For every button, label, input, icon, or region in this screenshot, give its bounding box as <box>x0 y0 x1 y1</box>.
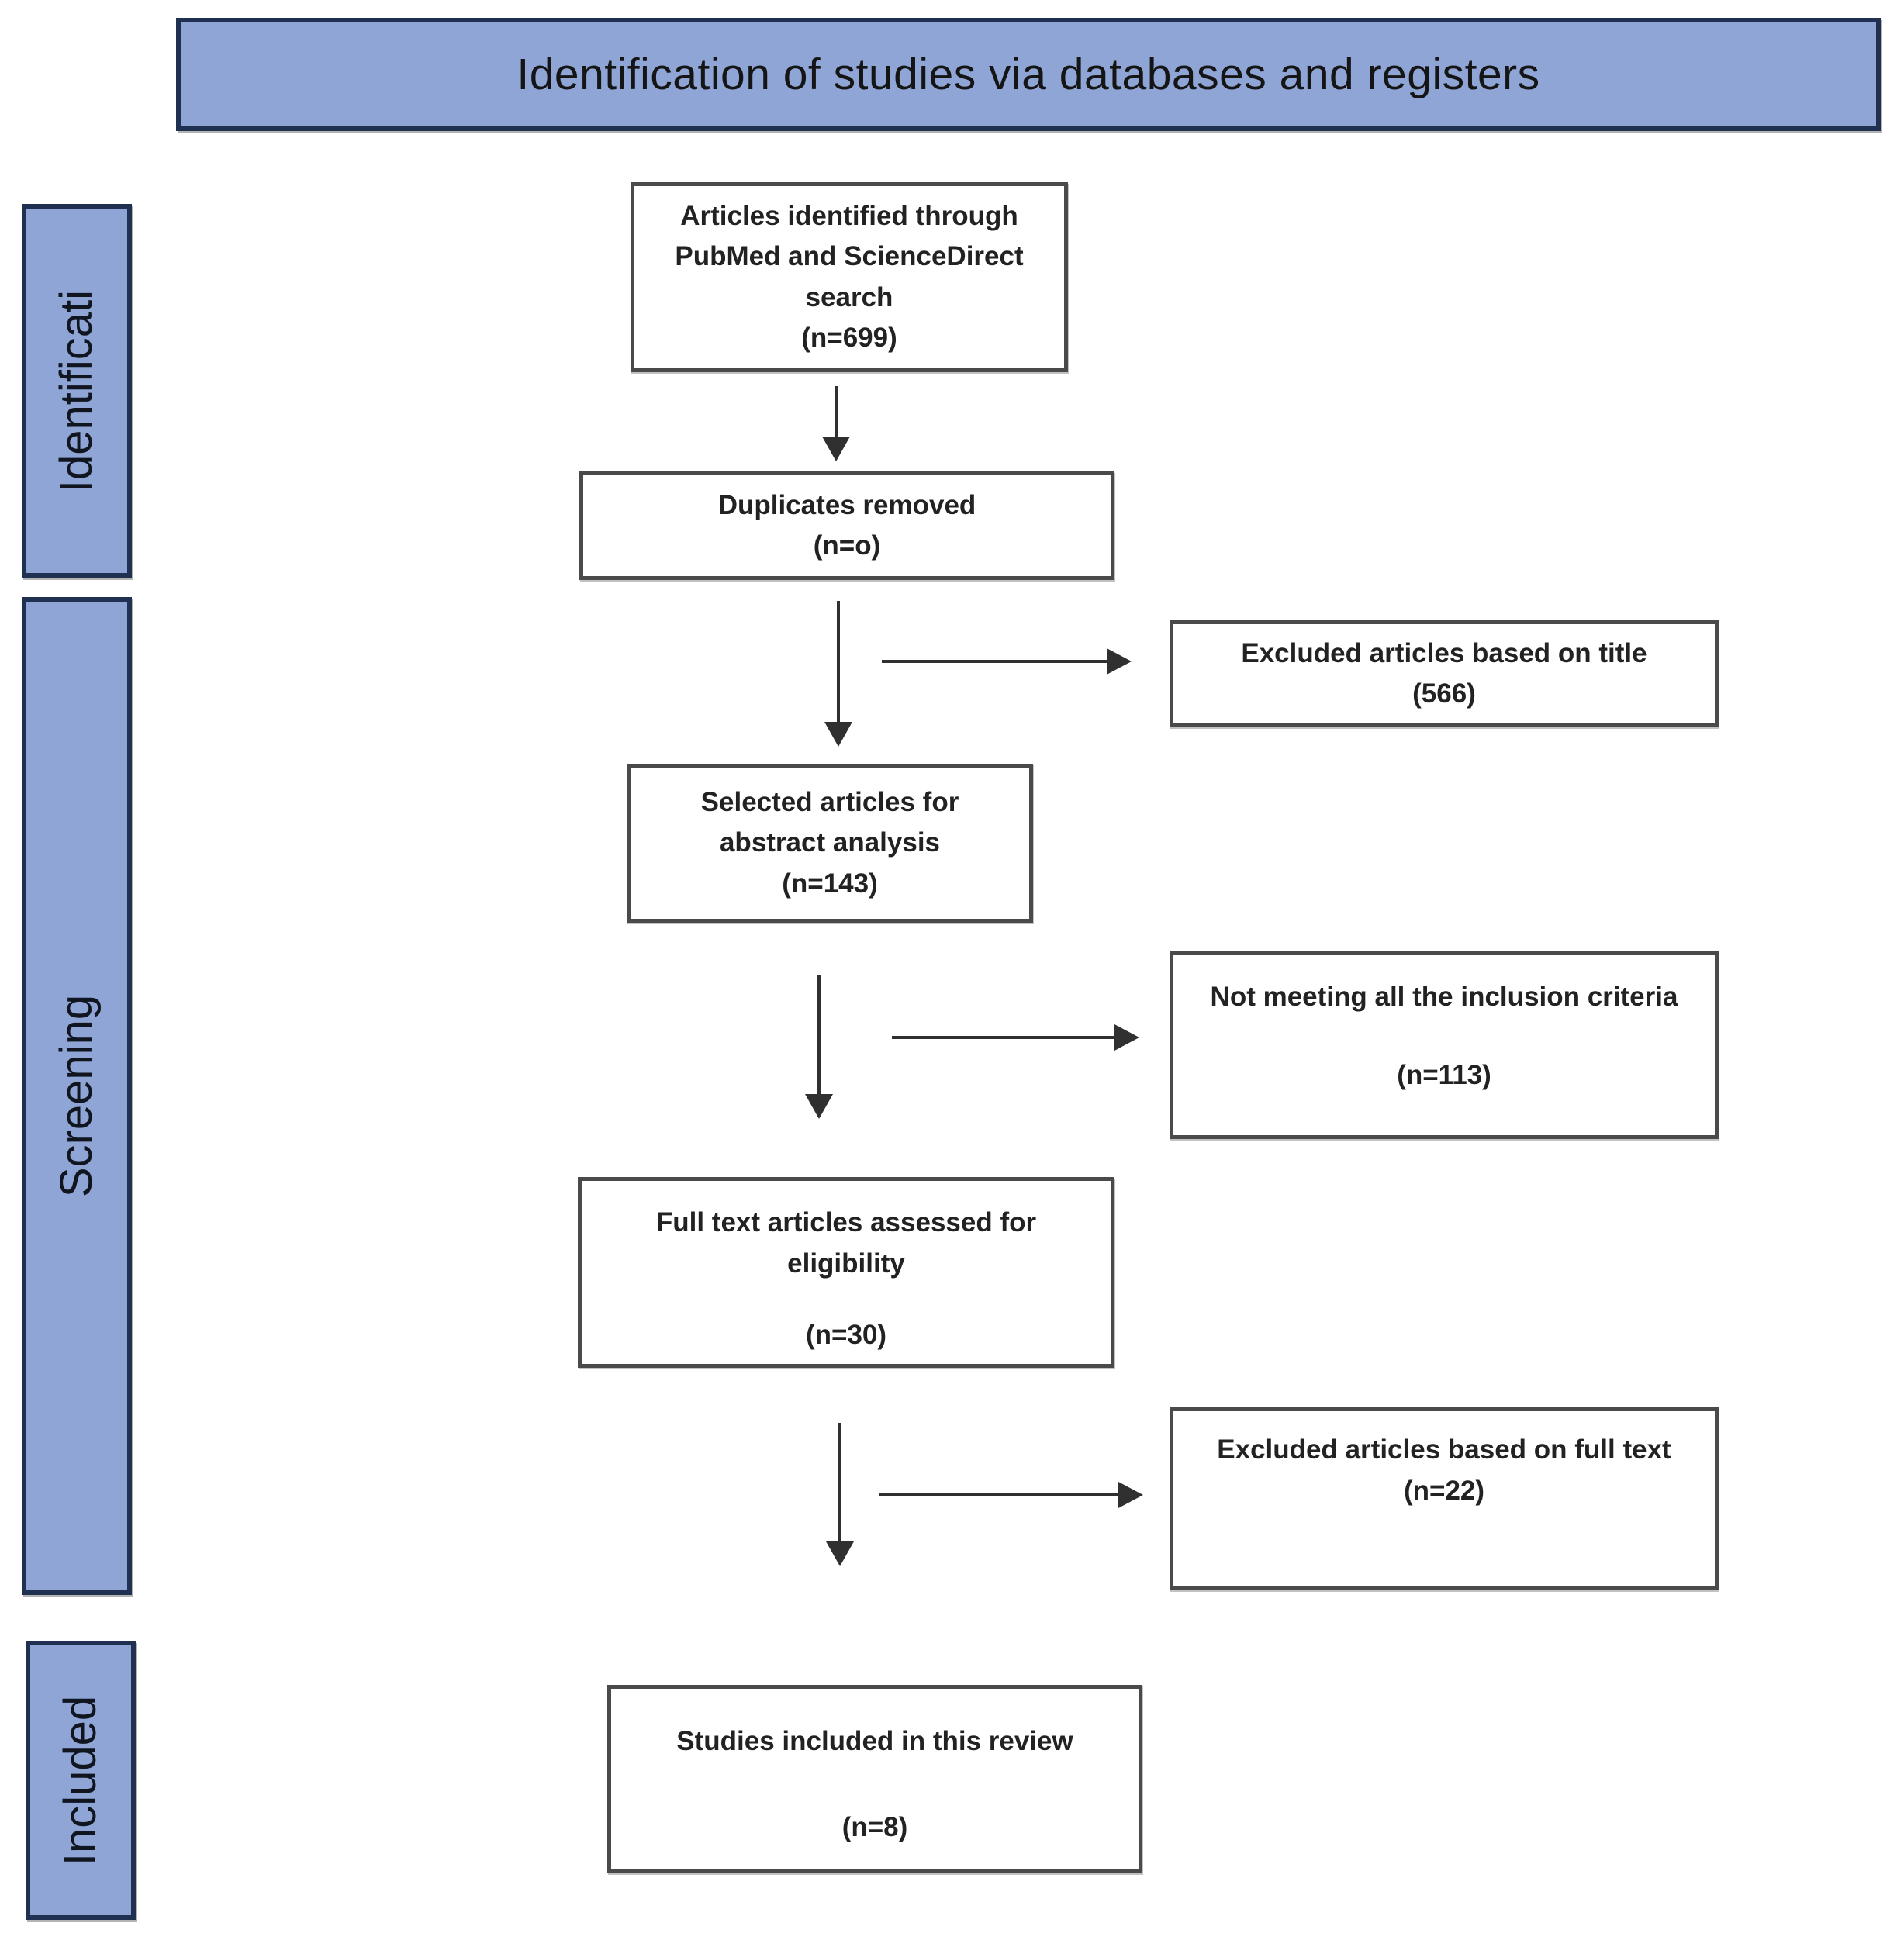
title-banner: Identification of studies via databases … <box>176 18 1881 131</box>
arrow-shaft <box>835 386 838 437</box>
arrow-head-down-icon <box>822 437 850 461</box>
stage-band-identification: Identificati <box>22 204 132 578</box>
box-full-text-assessed: Full text articles assessed for eligibil… <box>578 1177 1114 1368</box>
box-not-meeting-criteria: Not meeting all the inclusion criteria (… <box>1170 951 1719 1139</box>
arrow-head-down-icon <box>826 1541 854 1566</box>
diagram-title: Identification of studies via databases … <box>517 50 1540 99</box>
arrow-head-right-icon <box>1118 1482 1143 1508</box>
box-excluded-by-full-text-count: (n=22) <box>1403 1475 1485 1506</box>
arrow-shaft <box>837 601 840 722</box>
box-excluded-by-title: Excluded articles based on title (566) <box>1170 620 1719 727</box>
arrow-shaft <box>882 660 1107 663</box>
box-excluded-by-title-text: Excluded articles based on title <box>1241 637 1647 668</box>
box-full-text-assessed-count: (n=30) <box>805 1320 887 1350</box>
arrow-shaft <box>879 1493 1118 1496</box>
box-duplicates-removed-count: (n=o) <box>813 530 881 561</box>
arrow-head-right-icon <box>1107 648 1132 675</box>
box-excluded-by-title-count: (566) <box>1412 678 1476 709</box>
box-abstract-analysis-text: Selected articles for abstract analysis <box>700 786 959 858</box>
arrow-head-down-icon <box>805 1094 833 1119</box>
box-duplicates-removed: Duplicates removed (n=o) <box>579 471 1114 580</box>
box-studies-included-text: Studies included in this review <box>676 1726 1073 1756</box>
box-articles-identified-count: (n=699) <box>801 323 897 353</box>
box-articles-identified: Articles identified through PubMed and S… <box>631 182 1068 372</box>
box-abstract-analysis: Selected articles for abstract analysis … <box>627 764 1033 923</box>
box-duplicates-removed-text: Duplicates removed <box>717 489 976 520</box>
stage-band-screening: Screening <box>22 597 132 1595</box>
arrow-head-down-icon <box>824 722 852 747</box>
box-not-meeting-criteria-text: Not meeting all the inclusion criteria <box>1210 982 1678 1012</box>
box-full-text-assessed-text: Full text articles assessed for eligibil… <box>655 1207 1037 1279</box>
stage-label-identification: Identificati <box>51 289 102 492</box>
stage-label-screening: Screening <box>51 994 102 1198</box>
arrow-shaft <box>838 1423 841 1541</box>
box-not-meeting-criteria-count: (n=113) <box>1397 1059 1491 1090</box>
arrow-shaft <box>817 975 821 1094</box>
box-abstract-analysis-count: (n=143) <box>782 868 878 899</box>
box-studies-included-count: (n=8) <box>841 1811 908 1842</box>
box-excluded-by-full-text-text: Excluded articles based on full text <box>1217 1434 1671 1465</box>
box-articles-identified-text: Articles identified through PubMed and S… <box>675 200 1024 312</box>
arrow-head-right-icon <box>1114 1024 1139 1051</box>
stage-band-included: Included <box>26 1641 136 1920</box>
stage-label-included: Included <box>55 1695 106 1866</box>
box-studies-included: Studies included in this review (n=8) <box>607 1685 1142 1873</box>
box-excluded-by-full-text: Excluded articles based on full text (n=… <box>1170 1407 1719 1590</box>
arrow-shaft <box>892 1036 1114 1039</box>
